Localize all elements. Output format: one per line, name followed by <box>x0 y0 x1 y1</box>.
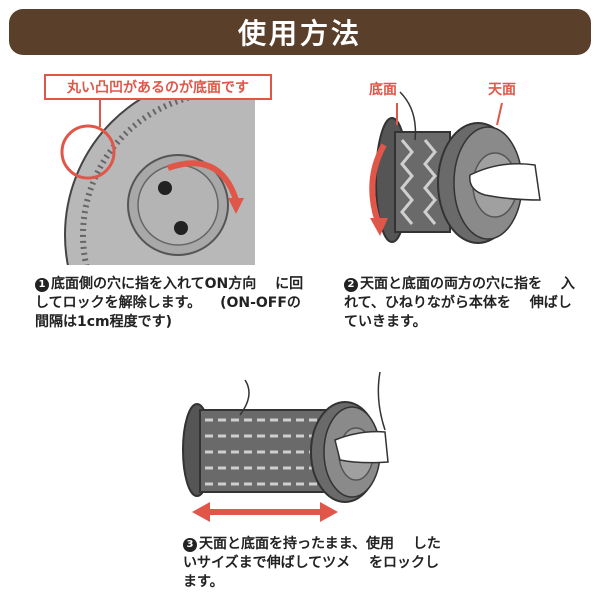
step-3-number-badge: 3 <box>183 538 197 552</box>
step-1-line-2: に回してロックを解除します。 <box>35 276 304 311</box>
page-title: 使用方法 <box>237 17 362 50</box>
step-3-line-1: 天面と底面を持ったまま、使用 <box>199 536 395 552</box>
extended-roller-illustration <box>182 371 389 522</box>
step-2-number-badge: 2 <box>344 278 358 292</box>
step-2-line-3: 伸ばしていきます。 <box>344 295 572 330</box>
bottom-face-callout: 丸い凸凹があるのが底面です <box>44 74 272 100</box>
header-bar: 使用方法 <box>9 9 591 55</box>
bottom-face-label: 底面 <box>369 82 397 98</box>
step-1-line-3: (ON-OFFの間隔は1cm程度です) <box>35 295 301 330</box>
twist-illustration <box>369 91 541 244</box>
step-1-line-1: 底面側の穴に指を入れてON方向 <box>51 276 257 292</box>
step-2-line-2: 入れて、ひねりながら本体を <box>344 276 575 311</box>
step-1-number-badge: 1 <box>35 278 49 292</box>
step-2-line-1: 天面と底面の両方の穴に指を <box>360 276 542 292</box>
bottom-face-illustration <box>60 100 255 270</box>
step-3-line-2: したいサイズまで伸ばしてツメ <box>183 536 441 571</box>
step-3-line-3: をロックします。 <box>183 555 440 590</box>
top-face-label: 天面 <box>488 82 516 98</box>
